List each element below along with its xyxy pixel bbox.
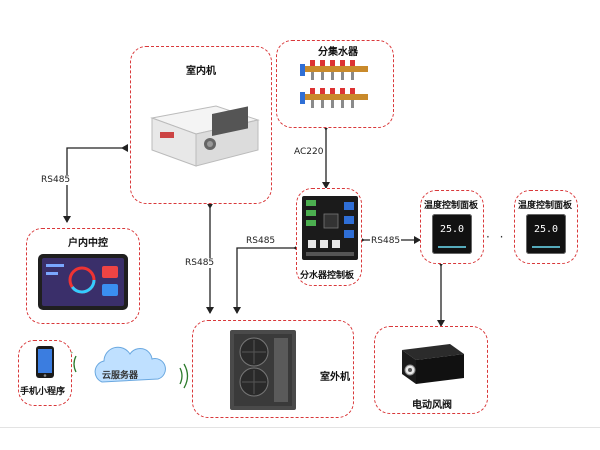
- manifold-board-label: 分水器控制板: [300, 271, 355, 281]
- phone-app-label: 手机小程序: [20, 387, 66, 397]
- water-manifold-icon: [300, 60, 368, 108]
- motor-damper-label: 电动风阀: [412, 400, 452, 411]
- edge-label-indoor-home: RS485: [40, 175, 72, 185]
- edge-label-manifold-power: AC220: [293, 147, 325, 157]
- temp-panel-2-label: 温度控制面板: [518, 201, 573, 211]
- thermostat-1-display: 25.0: [439, 224, 465, 235]
- edge-label-indoor-outdoor: RS485: [184, 258, 216, 268]
- thermostat-icon: 25.0: [526, 214, 566, 254]
- manifold-label: 分集水器: [318, 47, 358, 58]
- temp-panel-1-label: 温度控制面板: [424, 201, 479, 211]
- pcb-board-icon: [302, 196, 358, 260]
- cloud-icon: [94, 346, 166, 383]
- wire-board-outdoor: [233, 244, 300, 314]
- wire-indoor-home: [63, 144, 128, 223]
- tablet-controller-icon: [38, 254, 128, 310]
- more-panels-ellipsis: · · ·: [486, 230, 521, 244]
- heat-pump-outdoor-icon: [230, 330, 296, 410]
- indoor-unit-label: 室内机: [186, 66, 216, 77]
- footer-divider: [0, 427, 600, 428]
- thermostat-2-display: 25.0: [533, 224, 559, 235]
- manifold-box: [276, 40, 394, 128]
- edge-label-board-outdoor: RS485: [245, 236, 277, 246]
- thermostat-icon: 25.0: [432, 214, 472, 254]
- outdoor-unit-label: 室外机: [320, 372, 350, 383]
- motorized-damper-icon: [402, 344, 464, 384]
- home-controller-label: 户内中控: [68, 238, 108, 249]
- indoor-ahu-unit-icon: [150, 105, 260, 167]
- cloud-label: 云服务器: [102, 371, 139, 381]
- smartphone-icon: [36, 346, 54, 378]
- edge-label-board-panel: RS485: [370, 236, 402, 246]
